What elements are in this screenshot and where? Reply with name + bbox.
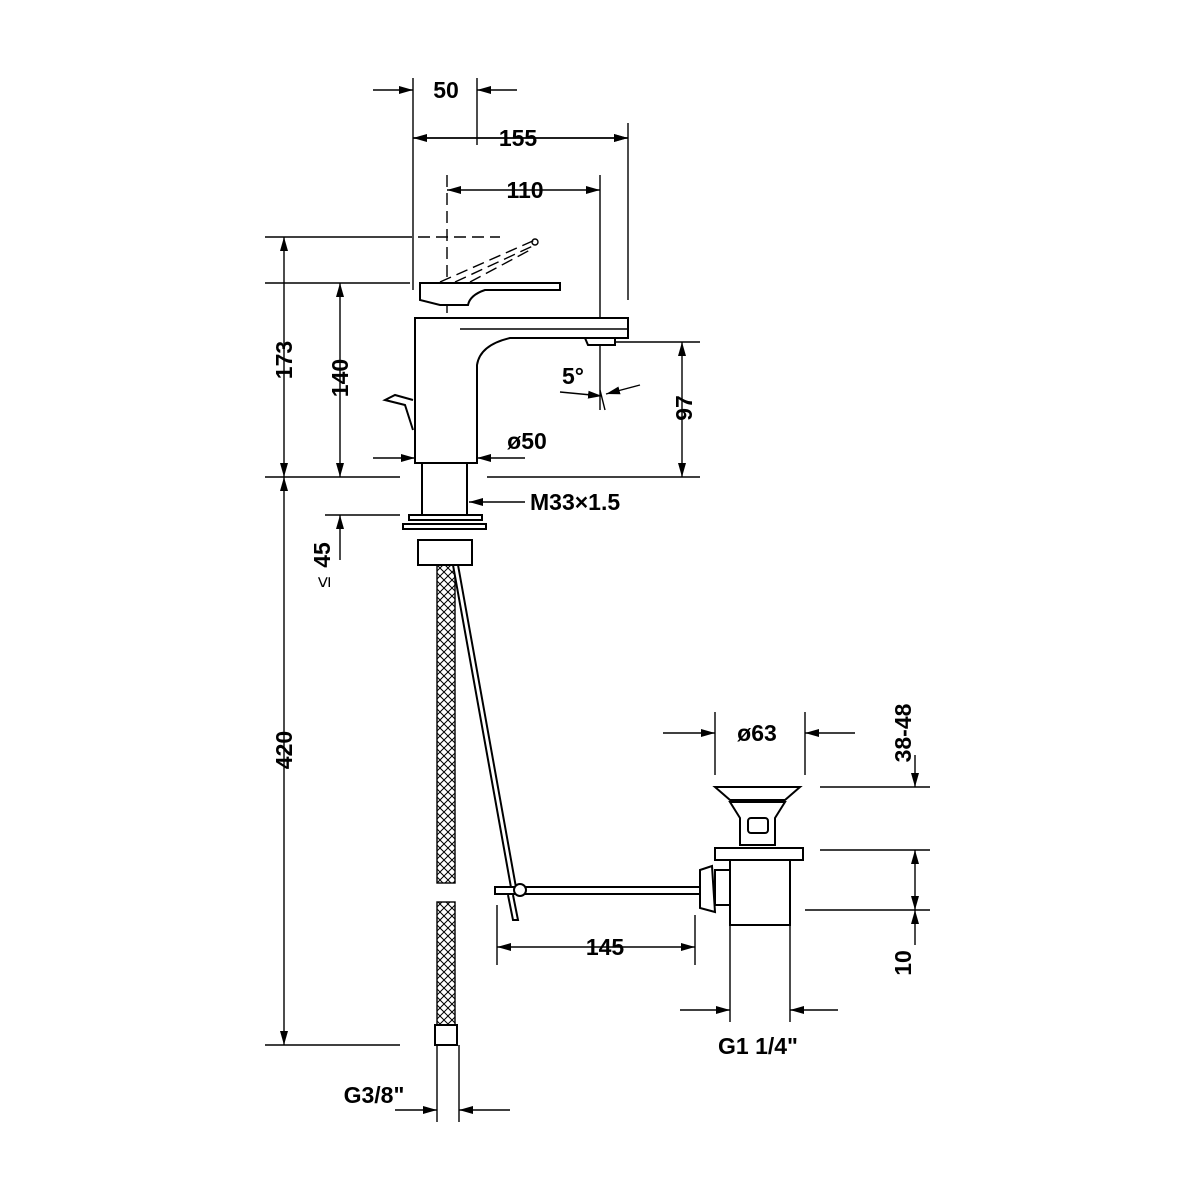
faucet-body xyxy=(414,317,629,464)
max-symbol: ≤ xyxy=(313,576,335,587)
extension-lines xyxy=(265,78,930,1122)
dim-420: 420 xyxy=(271,731,297,769)
dim-50: 50 xyxy=(433,77,459,103)
aerator xyxy=(583,337,616,346)
dim-waste-diameter: ø63 xyxy=(737,720,777,746)
dim-97: 97 xyxy=(671,395,697,421)
nut xyxy=(417,539,473,566)
dim-45: 45 xyxy=(309,542,335,568)
dim-38-48: 38-48 xyxy=(890,703,916,762)
pop-up-knob xyxy=(382,393,414,431)
dim-173: 173 xyxy=(271,341,297,379)
dimension-lines xyxy=(265,86,919,1114)
dimension-labels: 50 155 110 173 140 97 5° ø50 M33×1.5 45 … xyxy=(271,77,916,1108)
dim-hose-thread: G3/8" xyxy=(344,1082,405,1108)
faucet xyxy=(382,238,629,566)
pull-rod xyxy=(451,564,519,894)
dim-155: 155 xyxy=(499,125,538,151)
waste-valve xyxy=(699,786,804,926)
dim-10: 10 xyxy=(890,950,916,976)
dim-angle: 5° xyxy=(562,363,584,389)
dim-140: 140 xyxy=(327,359,353,397)
dim-body-diameter: ø50 xyxy=(507,428,547,454)
lever-handle xyxy=(419,282,561,306)
dim-waste-thread: G1 1/4" xyxy=(718,1033,798,1059)
dim-145: 145 xyxy=(586,934,625,960)
supply-hose xyxy=(434,564,701,1046)
shank xyxy=(421,462,468,516)
dim-110: 110 xyxy=(506,177,543,203)
dim-thread: M33×1.5 xyxy=(530,489,620,515)
